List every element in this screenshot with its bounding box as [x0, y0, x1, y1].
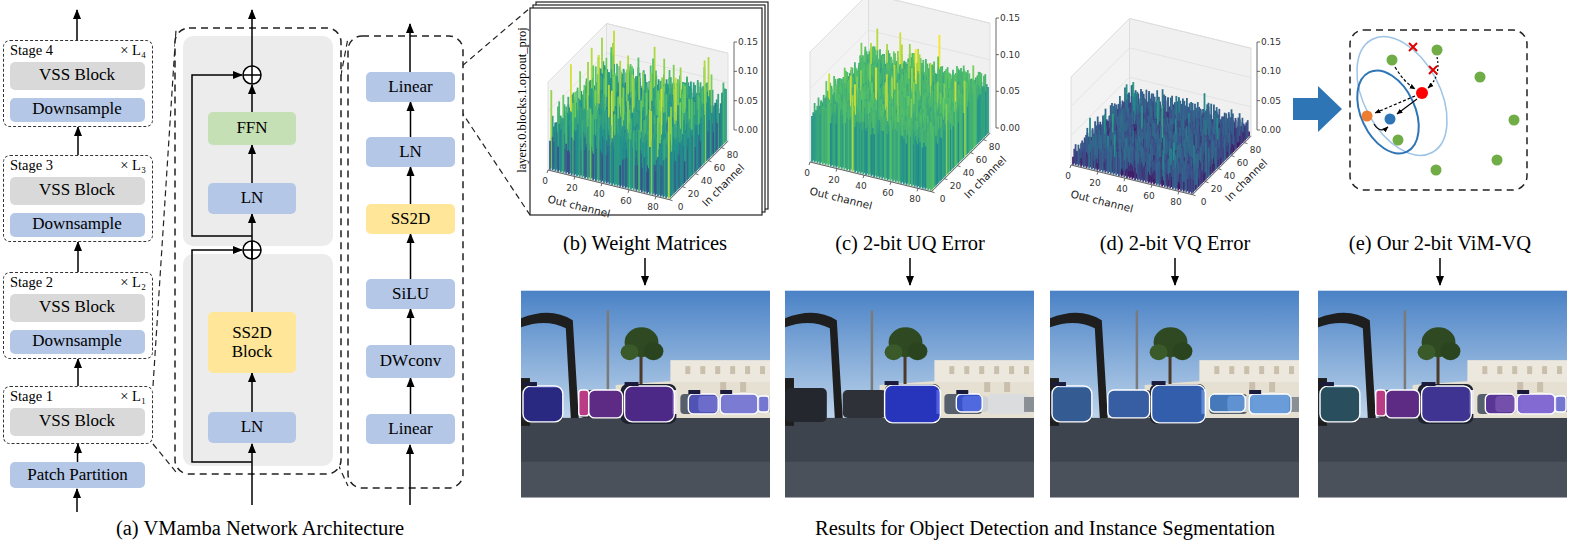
figure-page: (a) VMamba Network Architecturelayers.0.…	[0, 0, 1578, 549]
